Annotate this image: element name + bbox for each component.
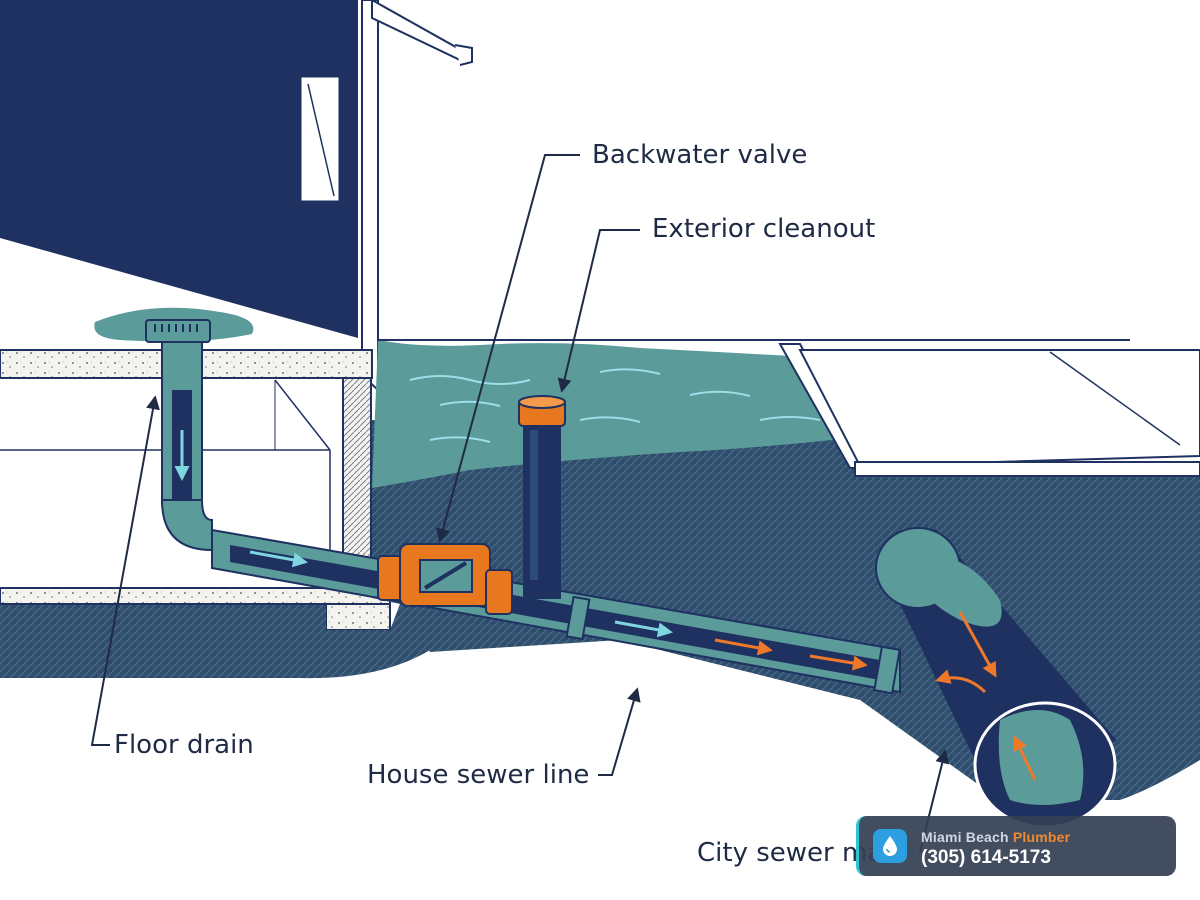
- brand-name-trade: Plumber: [1012, 829, 1071, 845]
- surface-floodwater: [372, 340, 850, 488]
- water-drop-icon: [873, 829, 907, 863]
- label-floor-drain: Floor drain: [114, 730, 254, 760]
- cleanout-riser: [518, 395, 566, 599]
- sidewalk: [378, 339, 1200, 477]
- water-ripples: [409, 368, 821, 443]
- brand-name: Miami Beach Plumber: [921, 829, 1070, 845]
- floor-drain-grate: [145, 319, 211, 343]
- label-backwater-valve: Backwater valve: [592, 140, 808, 170]
- brand-name-city: Miami Beach: [921, 829, 1013, 845]
- flow-arrows: [174, 430, 1037, 781]
- label-exterior-cleanout: Exterior cleanout: [652, 214, 876, 244]
- city-sewer-main: [875, 527, 1117, 829]
- label-house-sewer-line: House sewer line: [367, 760, 590, 790]
- house: [0, 0, 473, 399]
- backwater-valve: [377, 543, 513, 615]
- footing: [325, 603, 391, 631]
- brand-phone[interactable]: (305) 614-5173: [921, 847, 1051, 868]
- brand-badge[interactable]: Miami Beach Plumber (305) 614-5173: [856, 816, 1176, 876]
- label-city-sewer-main: City sewer ma: [697, 838, 884, 868]
